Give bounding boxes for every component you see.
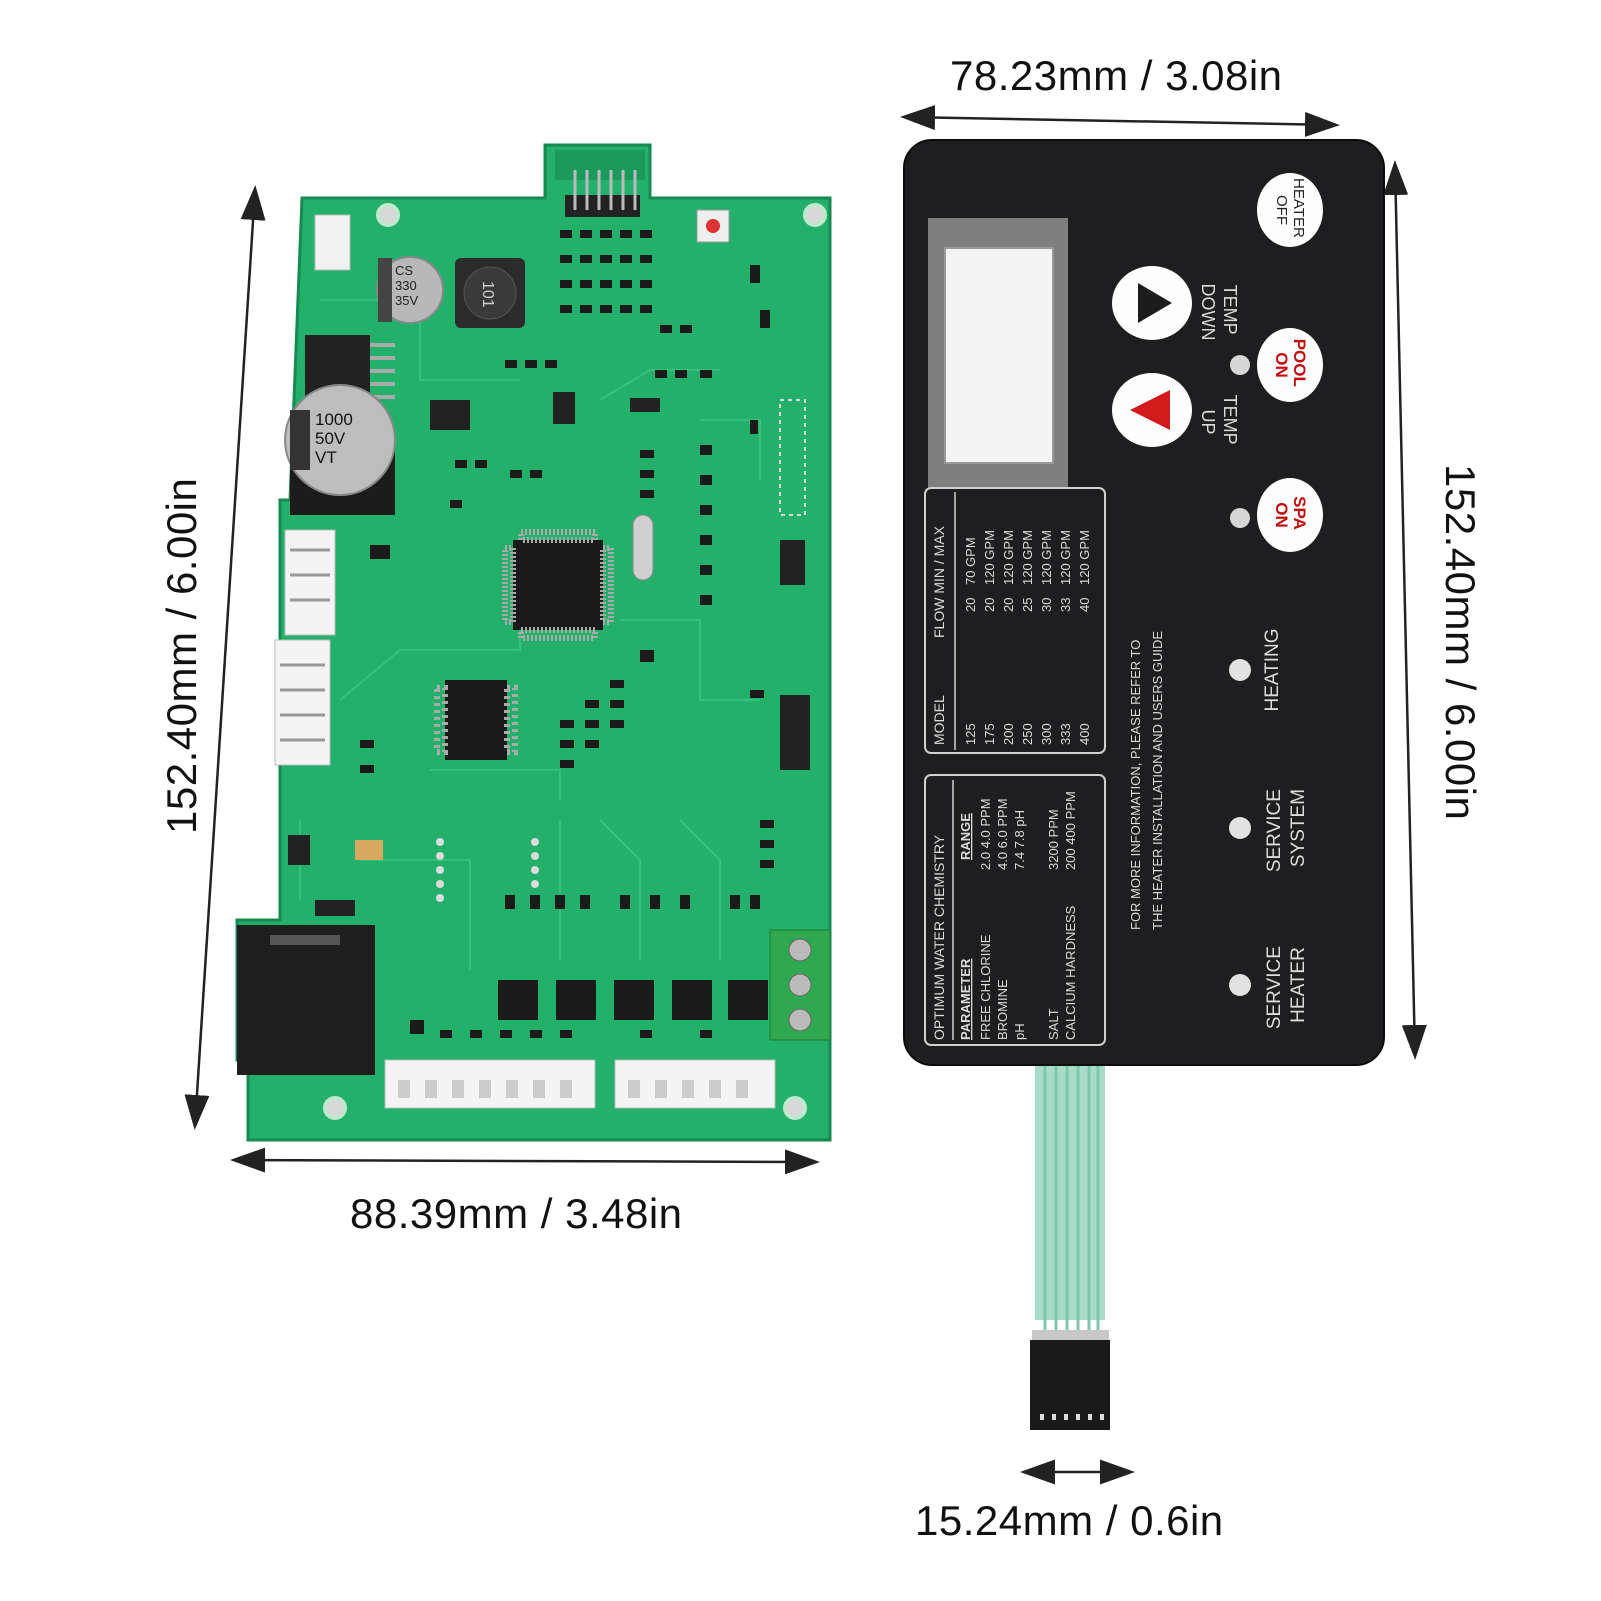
flow-row-max: 120 GPM	[1020, 530, 1035, 585]
chemistry-row-param: CALCIUM HARDNESS	[1063, 905, 1078, 1040]
chemistry-row-param: SALT	[1046, 1008, 1061, 1040]
chemistry-title: OPTIMUM WATER CHEMISTRY	[931, 834, 947, 1040]
temp-down-button[interactable]	[1112, 266, 1192, 340]
flow-row-model: 125	[963, 723, 978, 745]
pool-led-icon	[1230, 355, 1250, 375]
membrane-keypad: HEATER OFF POOL ON SPA ON TEMP D	[903, 139, 1385, 1430]
flow-row-model: 300	[1039, 723, 1054, 745]
temp-down-line1: TEMP	[1220, 285, 1240, 335]
flow-row-min: 20	[1001, 598, 1016, 612]
flow-row-model: 400	[1077, 723, 1092, 745]
flow-row-min: 33	[1058, 598, 1073, 612]
flow-table-rows: 125 20 70 GPM 175 20 120 GPM 200 20 120 GPM 250 25…	[963, 530, 1092, 745]
temp-up-line2: UP	[1198, 409, 1218, 434]
flow-table	[924, 487, 1106, 754]
chemistry-row-param: FREE CHLORINE	[978, 934, 993, 1040]
chemistry-row-range: 3200 PPM	[1046, 809, 1061, 870]
svg-text:HEATER OFF: HEATER OFF	[1273, 178, 1307, 242]
temp-up-button[interactable]	[1112, 373, 1192, 447]
heater-off-line2: OFF	[1273, 195, 1290, 225]
board-width-label: 88.39mm / 3.48in	[350, 1190, 683, 1237]
svg-text:SERVICE HEATER: SERVICE HEATER	[1264, 941, 1309, 1029]
temp-up-line1: TEMP	[1220, 395, 1240, 445]
heater-off-line1: HEATER	[1290, 178, 1307, 238]
svg-text:POOL ON: POOL ON	[1272, 339, 1309, 392]
cap-small-line2: 330	[395, 278, 417, 293]
chemistry-row-range: 7.4 7.8 pH	[1012, 810, 1027, 870]
flow-row-min: 20	[963, 598, 978, 612]
cap-small-line3: 35V	[395, 293, 418, 308]
spa-on-line2: ON	[1272, 502, 1291, 528]
chemistry-row-range: 2.0 4.0 PPM	[978, 798, 993, 870]
chemistry-row-param: pH	[1012, 1023, 1027, 1040]
panel-height-arrow	[1383, 160, 1427, 1060]
flow-row-min: 40	[1077, 598, 1092, 612]
service-system-line2: SYSTEM	[1288, 789, 1309, 867]
pool-on-line1: POOL	[1290, 339, 1309, 387]
inductor-label: 101	[479, 281, 496, 308]
heater-off-button[interactable]: HEATER OFF	[1257, 173, 1323, 247]
spa-on-button[interactable]: SPA ON	[1257, 478, 1323, 552]
cap-large-line3: VT	[315, 448, 337, 467]
chemistry-row-param: BROMINE	[995, 979, 1010, 1040]
flow-row-max: 120 GPM	[1001, 530, 1016, 585]
temp-down-line2: DOWN	[1198, 284, 1218, 341]
chemistry-table	[924, 774, 1106, 1046]
chemistry-header-param: PARAMETER	[958, 958, 973, 1040]
flow-header-flow: FLOW MIN / MAX	[931, 525, 947, 638]
service-system-line1: SERVICE	[1264, 789, 1285, 872]
flow-row-min: 30	[1039, 598, 1054, 612]
circuit-board: CS 330 35V 101 1000 50V VT	[235, 143, 832, 1142]
info-line1: FOR MORE INFORMATION, PLEASE REFER TO	[1128, 640, 1143, 930]
panel-width-arrow	[900, 105, 1340, 137]
board-width-arrow	[230, 1147, 820, 1175]
flow-row-max: 70 GPM	[963, 537, 978, 585]
service-heater-line1: SERVICE	[1264, 946, 1285, 1029]
flow-row-max: 120 GPM	[1058, 530, 1073, 585]
flow-header-model: MODEL	[931, 695, 947, 745]
flow-row-max: 120 GPM	[982, 530, 997, 585]
spa-led-icon	[1230, 508, 1250, 528]
flow-row-model: 250	[1020, 723, 1035, 745]
board-height-arrow	[184, 185, 266, 1130]
svg-text:TEMP DOWN: TEMP DOWN	[1198, 284, 1240, 341]
service-heater-led-icon	[1229, 974, 1251, 996]
spa-on-line1: SPA	[1290, 496, 1309, 529]
flow-row-max: 120 GPM	[1077, 530, 1092, 585]
service-heater-line2: HEATER	[1288, 947, 1309, 1023]
cap-large-line1: 1000	[315, 410, 353, 429]
service-system-led-icon	[1229, 817, 1251, 839]
info-line2: THE HEATER INSTALLATION AND USERS GUIDE	[1150, 631, 1165, 930]
chemistry-table-rows: FREE CHLORINE 2.0 4.0 PPM BROMINE 4.0 6.0 P…	[978, 791, 1078, 1040]
flow-row-min: 20	[982, 598, 997, 612]
flow-row-model: 200	[1001, 723, 1016, 745]
svg-text:TEMP UP: TEMP UP	[1198, 395, 1240, 450]
flow-row-min: 25	[1020, 598, 1035, 612]
chemistry-row-range: 4.0 6.0 PPM	[995, 798, 1010, 870]
heating-label: HEATING	[1262, 628, 1283, 711]
svg-text:SERVICE SYSTEM: SERVICE SYSTEM	[1264, 784, 1309, 872]
cap-large-line2: 50V	[315, 429, 346, 448]
panel-width-label: 78.23mm / 3.08in	[950, 52, 1283, 99]
pool-on-button[interactable]: POOL ON	[1257, 328, 1323, 402]
ribbon-width-label: 15.24mm / 0.6in	[915, 1497, 1224, 1544]
chemistry-row-range: 200 400 PPM	[1063, 791, 1078, 870]
flow-row-model: 333	[1058, 723, 1073, 745]
svg-text:FOR MORE INFORMATION, PLEASE R: FOR MORE INFORMATION, PLEASE REFER TO TH…	[1128, 631, 1165, 930]
flow-row-model: 175	[982, 723, 997, 745]
flow-row-max: 120 GPM	[1039, 530, 1054, 585]
svg-text:SPA ON: SPA ON	[1272, 496, 1309, 534]
cap-small-line1: CS	[395, 263, 413, 278]
chemistry-header-range: RANGE	[958, 813, 973, 860]
pool-on-line2: ON	[1272, 352, 1291, 378]
heating-led-icon	[1229, 659, 1251, 681]
